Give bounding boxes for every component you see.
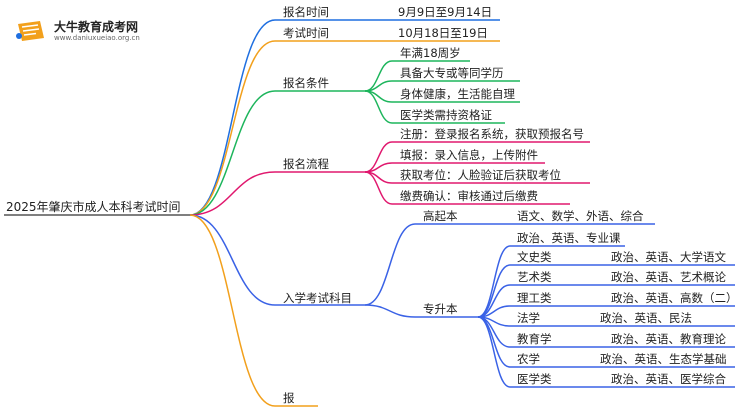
- major-name: 文史类: [517, 250, 552, 264]
- condition-item: 年满18周岁: [400, 46, 461, 60]
- condition-item: 医学类需持资格证: [400, 108, 492, 122]
- major-subjects: 政治、英语、大学语文: [611, 250, 726, 264]
- major-curve: [477, 264, 511, 318]
- node-last-branch: 报: [283, 391, 295, 405]
- root-node: 2025年肇庆市成人本科考试时间: [6, 200, 181, 214]
- major-subjects: 政治、英语、高数（二）: [611, 291, 738, 305]
- zhuanshengben-common-subjects: 政治、英语、专业课: [517, 231, 621, 245]
- branch-exam-subjects-curve: [189, 214, 276, 306]
- condition-curve: [364, 90, 393, 124]
- major-subjects: 政治、英语、艺术概论: [611, 270, 726, 284]
- registration-time-value: 9月9日至9月14日: [398, 5, 493, 19]
- branch-registration-conditions-curve: [189, 90, 276, 216]
- major-subjects: 政治、英语、教育理论: [611, 332, 726, 346]
- exam-time-value: 10月18日至19日: [398, 26, 488, 40]
- gaoqiben-subjects: 语文、数学、外语、综合: [517, 209, 644, 223]
- major-subjects: 政治、英语、医学综合: [611, 372, 726, 386]
- node-exam-subjects: 入学考试科目: [283, 291, 352, 305]
- major-name: 艺术类: [517, 270, 552, 284]
- brand-name: 大牛教育成考网: [54, 20, 139, 34]
- branch-last-curve: [189, 214, 276, 407]
- process-item: 填报：录入信息，上传附件: [400, 148, 538, 162]
- node-zhuanshengben: 专升本: [423, 302, 458, 316]
- process-item: 注册：登录报名系统，获取预报名号: [400, 127, 584, 141]
- major-curve: [477, 316, 511, 388]
- process-item: 缴费确认：审核通过后缴费: [400, 189, 538, 203]
- brand-url: www.daniuxueiao.org.cn: [54, 34, 140, 42]
- node-gaoqiben: 高起本: [423, 209, 458, 223]
- process-curve: [364, 171, 393, 205]
- branch-registration-process-curve: [189, 171, 276, 216]
- major-name: 农学: [517, 352, 540, 366]
- major-name: 法学: [517, 311, 540, 325]
- condition-item: 身体健康，生活能自理: [400, 87, 515, 101]
- node-registration-conditions: 报名条件: [283, 76, 329, 90]
- major-curve: [477, 316, 511, 368]
- node-exam-time: 考试时间: [283, 26, 329, 40]
- major-name: 医学类: [517, 372, 552, 386]
- node-registration-time: 报名时间: [283, 5, 329, 19]
- major-name: 理工类: [517, 291, 552, 305]
- major-name: 教育学: [517, 332, 552, 346]
- major-subjects: 政治、英语、民法: [600, 311, 692, 325]
- branch-exam-time-curve: [189, 40, 276, 216]
- gaoqiben-curve: [364, 223, 416, 306]
- logo-icon: [14, 18, 48, 44]
- node-registration-process: 报名流程: [283, 157, 329, 171]
- condition-item: 具备大专或等同学历: [400, 66, 504, 80]
- process-item: 获取考位：人脸验证后获取考位: [400, 168, 561, 182]
- major-subjects: 政治、英语、生态学基础: [600, 352, 727, 366]
- branch-registration-time-curve: [189, 19, 276, 216]
- zhuanshengben-curve: [364, 304, 416, 318]
